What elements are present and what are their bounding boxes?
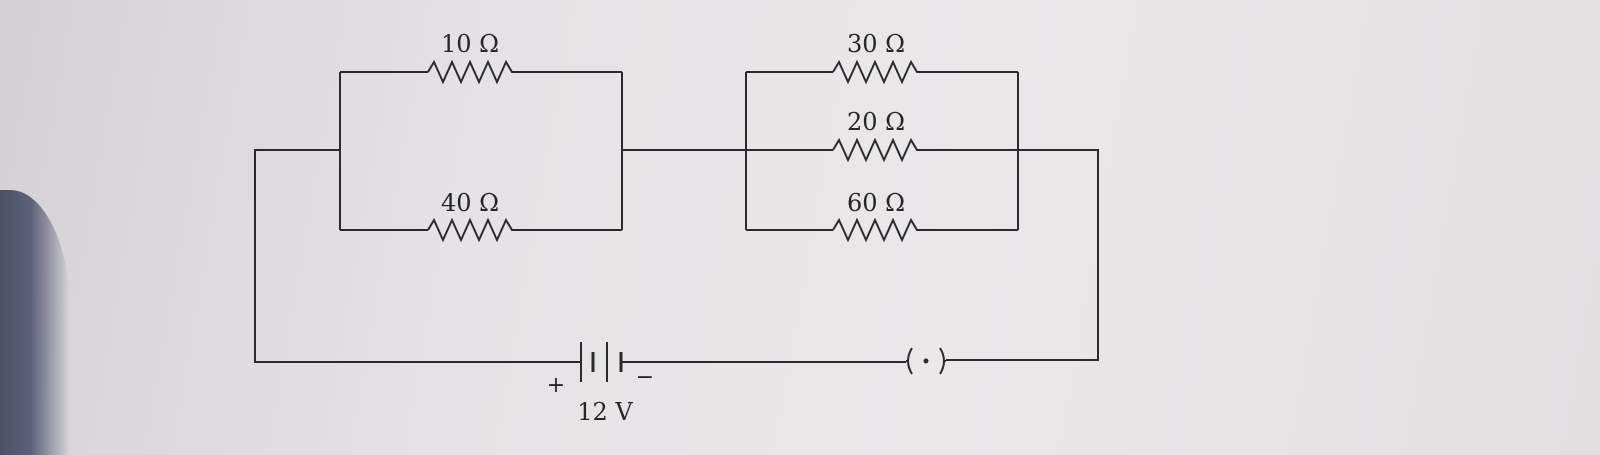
label-battery-voltage: 12 V xyxy=(577,398,633,426)
resistor-40-ohm-zigzag xyxy=(427,217,518,243)
resistor-60-ohm-zigzag xyxy=(832,217,923,243)
resistor-30-ohm-zigzag xyxy=(832,59,923,85)
label-resistor-30-ohm: 30 Ω xyxy=(847,30,905,58)
battery-symbol xyxy=(580,342,628,382)
label-resistor-20-ohm: 20 Ω xyxy=(847,108,905,136)
label-resistor-10-ohm: 10 Ω xyxy=(441,30,499,58)
resistor-10-ohm-zigzag xyxy=(427,59,518,85)
battery-plus-sign: + xyxy=(547,373,565,398)
wire-outer-left xyxy=(254,149,581,363)
label-resistor-60-ohm: 60 Ω xyxy=(847,189,905,217)
label-resistor-40-ohm: 40 Ω xyxy=(441,189,499,217)
wire-outer-right xyxy=(946,149,1099,361)
resistor-20-ohm-zigzag xyxy=(832,137,923,163)
battery-minus-sign: − xyxy=(636,365,654,390)
switch-symbol xyxy=(906,347,946,375)
